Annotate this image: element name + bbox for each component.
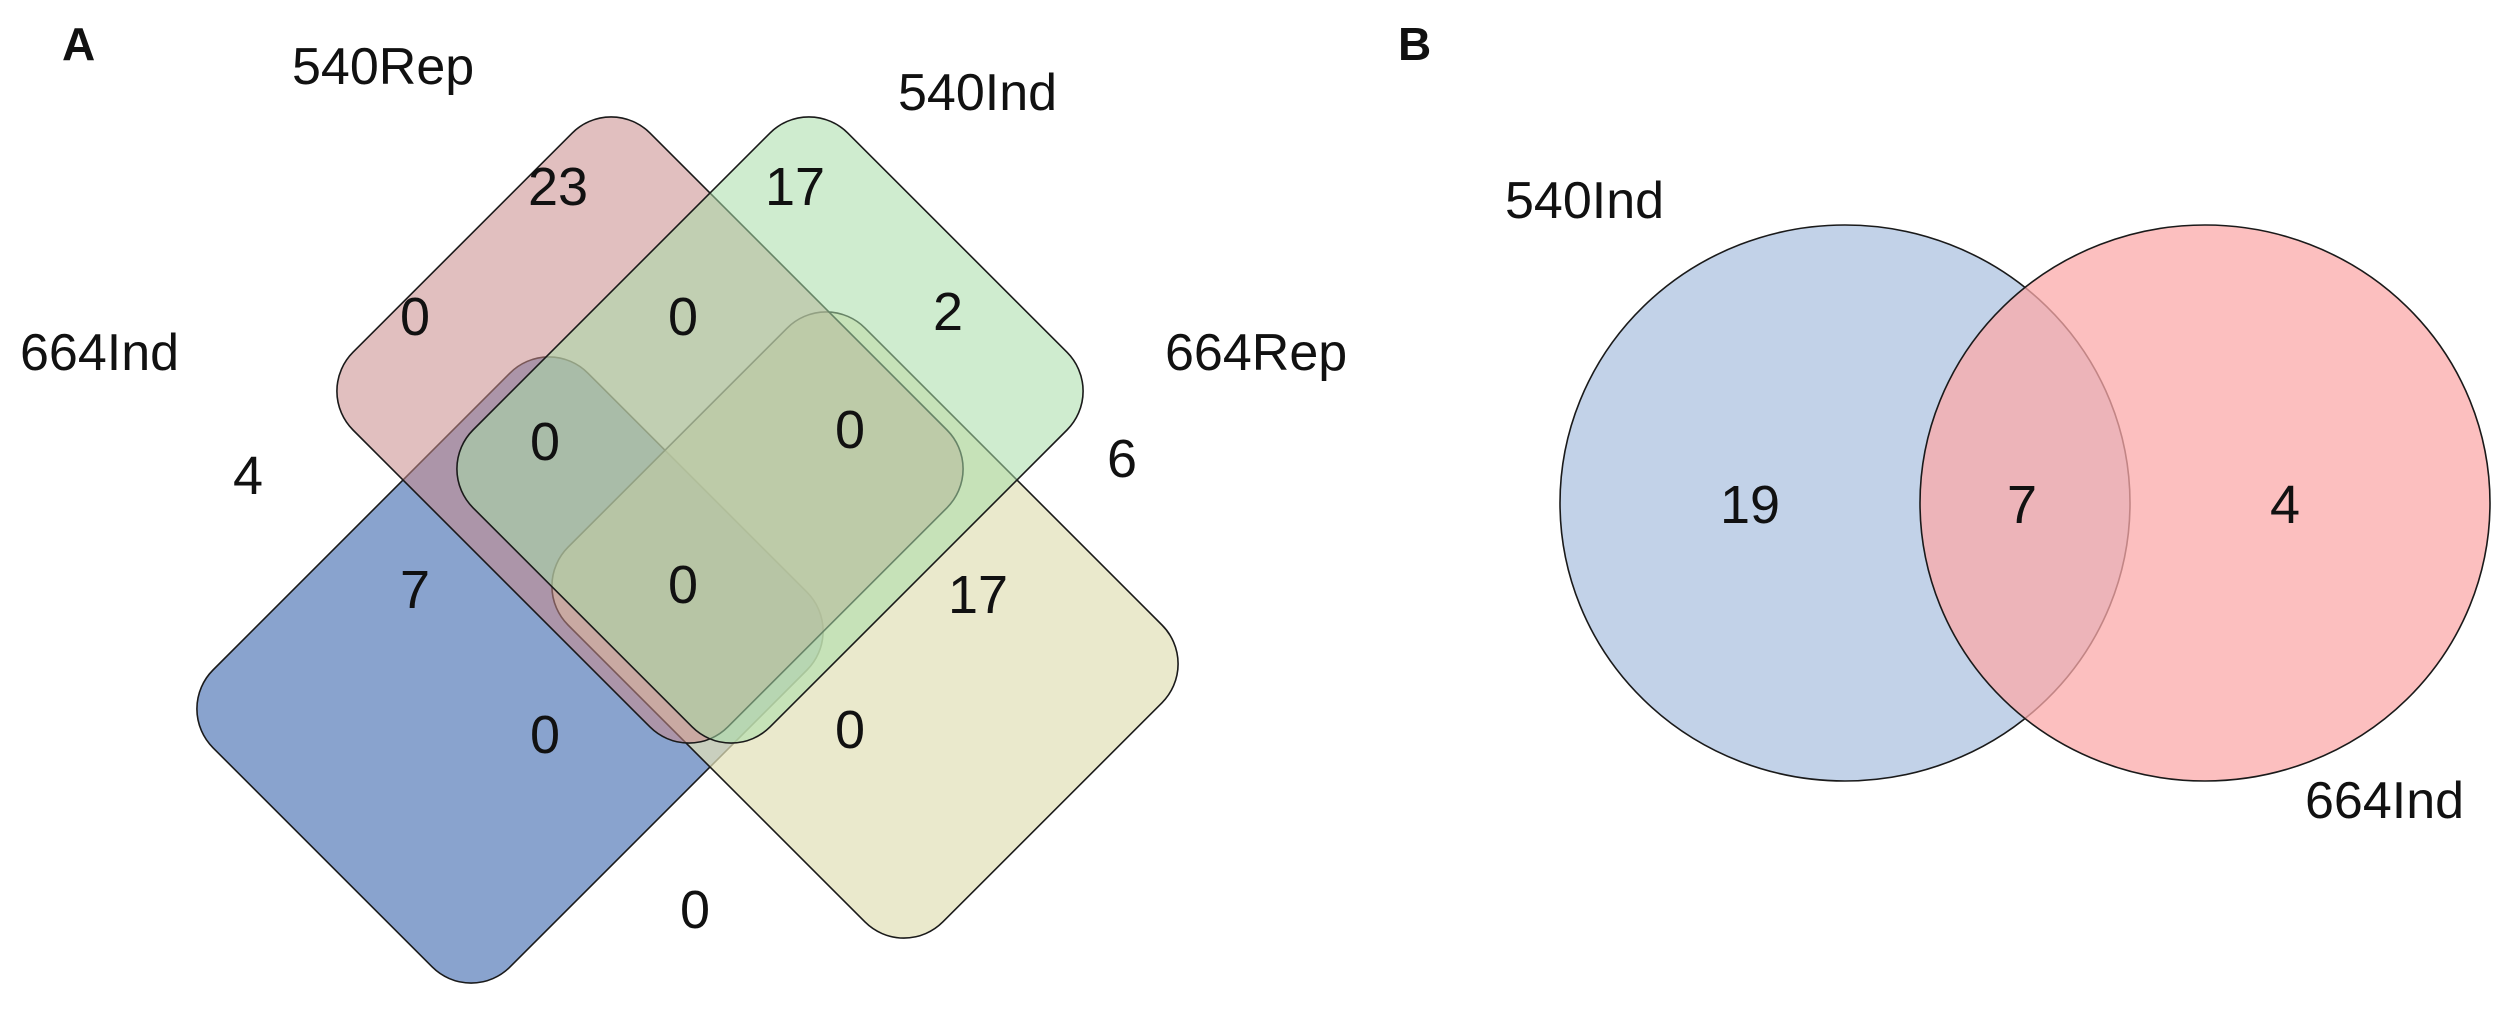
count-only-540ind: 17 bbox=[765, 157, 825, 217]
count-only-664ind: 4 bbox=[233, 446, 263, 506]
count-region: 0 bbox=[680, 880, 710, 940]
set-label-664ind-b: 664Ind bbox=[2305, 772, 2464, 830]
venn4-counts: 4 23 17 6 0 0 2 0 0 7 0 17 0 0 0 bbox=[233, 157, 1137, 940]
count-region: 0 bbox=[530, 412, 560, 472]
count-region: 0 bbox=[400, 287, 430, 347]
count-region: 17 bbox=[948, 565, 1008, 625]
count-only-664ind-b: 4 bbox=[2270, 475, 2300, 535]
count-only-664rep: 6 bbox=[1107, 429, 1137, 489]
count-region: 7 bbox=[400, 560, 430, 620]
venn4-shapes bbox=[196, 116, 1179, 984]
count-overlap-b: 7 bbox=[2007, 475, 2037, 535]
venn2-shapes bbox=[1559, 224, 2491, 782]
set-circle-664ind bbox=[1919, 224, 2491, 782]
count-region: 0 bbox=[530, 705, 560, 765]
set-label-664rep: 664Rep bbox=[1165, 324, 1347, 382]
set-label-540ind: 540Ind bbox=[898, 64, 1057, 122]
set-label-664ind: 664Ind bbox=[20, 324, 179, 382]
count-region: 0 bbox=[668, 555, 698, 615]
panel-a: A 540Rep 540Ind 664Ind 664Rep 4 23 17 6 … bbox=[20, 18, 1347, 984]
panel-a-letter: A bbox=[62, 18, 95, 70]
set-shape-540ind bbox=[456, 116, 1084, 744]
count-region: 0 bbox=[835, 400, 865, 460]
count-region: 0 bbox=[835, 700, 865, 760]
count-region: 2 bbox=[933, 282, 963, 342]
set-label-540rep: 540Rep bbox=[292, 38, 474, 96]
panel-b: B 540Ind 664Ind 19 7 4 bbox=[1398, 18, 2491, 830]
count-only-540ind-b: 19 bbox=[1720, 475, 1780, 535]
count-region: 0 bbox=[668, 287, 698, 347]
panel-b-letter: B bbox=[1398, 18, 1431, 70]
set-label-540ind-b: 540Ind bbox=[1505, 172, 1664, 230]
venn2-counts: 19 7 4 bbox=[1720, 475, 2300, 535]
count-only-540rep: 23 bbox=[528, 157, 588, 217]
